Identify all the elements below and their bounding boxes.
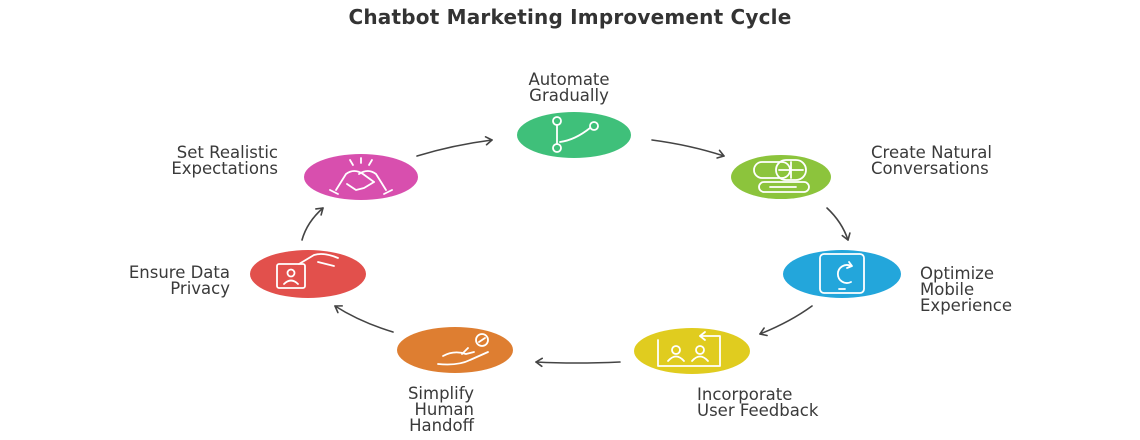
- arrow-mobile-to-feedback: [759, 305, 813, 337]
- step-automate-gradually: [517, 112, 631, 158]
- label-simplify-human-handoff: Simplify Human Handoff: [407, 384, 474, 435]
- label-incorporate-user-feedback: Incorporate User Feedback: [697, 385, 819, 420]
- chat-bubbles-icon: [753, 159, 810, 193]
- mobile-refresh-icon: [819, 253, 865, 294]
- label-set-realistic-expectations: Set Realistic Expectations: [171, 143, 278, 178]
- arrow-handoff-to-privacy: [334, 305, 394, 333]
- arrow-conversations-to-mobile: [826, 207, 851, 241]
- step-set-realistic-expectations: [304, 154, 418, 200]
- step-incorporate-user-feedback: [634, 328, 750, 374]
- label-optimize-mobile-experience: Optimize Mobile Experience: [920, 264, 1013, 315]
- step-optimize-mobile-experience: [783, 250, 901, 298]
- arrow-automate-to-conversations: [651, 139, 725, 159]
- arrow-expectations-to-automate: [416, 135, 493, 157]
- arrow-privacy-to-expectations: [301, 207, 324, 241]
- arrow-feedback-to-handoff: [535, 357, 621, 368]
- cycle-arrows: [301, 135, 851, 368]
- step-ensure-data-privacy: [250, 250, 366, 298]
- label-automate-gradually: Automate Gradually: [528, 70, 610, 105]
- step-simplify-human-handoff: [397, 327, 513, 373]
- hand-person-icon: [437, 333, 489, 366]
- step-create-natural-conversations: [731, 155, 831, 199]
- handshake-icon: [329, 157, 393, 195]
- branch-icon: [552, 116, 599, 153]
- label-create-natural-conversations: Create Natural Conversations: [871, 143, 992, 178]
- label-ensure-data-privacy: Ensure Data Privacy: [128, 263, 230, 298]
- feedback-users-icon: [657, 331, 721, 367]
- diagram-title: Chatbot Marketing Improvement Cycle: [348, 5, 792, 29]
- privacy-card-icon: [276, 253, 339, 289]
